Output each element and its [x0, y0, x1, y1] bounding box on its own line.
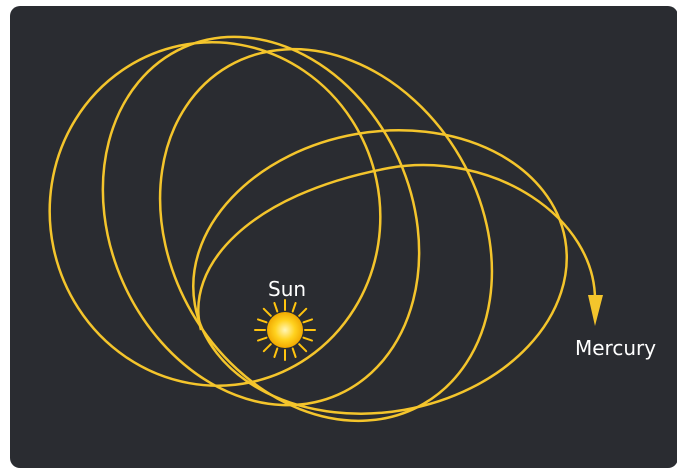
orbit-loop-4	[192, 129, 568, 415]
mercury-direction-arrowhead	[588, 295, 603, 326]
orbit-trail-to-mercury	[197, 163, 597, 331]
orbit-loop-3	[158, 47, 494, 423]
orbit-loop-1	[48, 41, 382, 387]
mercury-label: Mercury	[575, 336, 657, 360]
precessing-orbit-rosette	[48, 35, 597, 423]
orbit-loop-2	[101, 35, 421, 407]
sun-label: Sun	[268, 277, 307, 301]
sun-icon	[254, 299, 316, 361]
